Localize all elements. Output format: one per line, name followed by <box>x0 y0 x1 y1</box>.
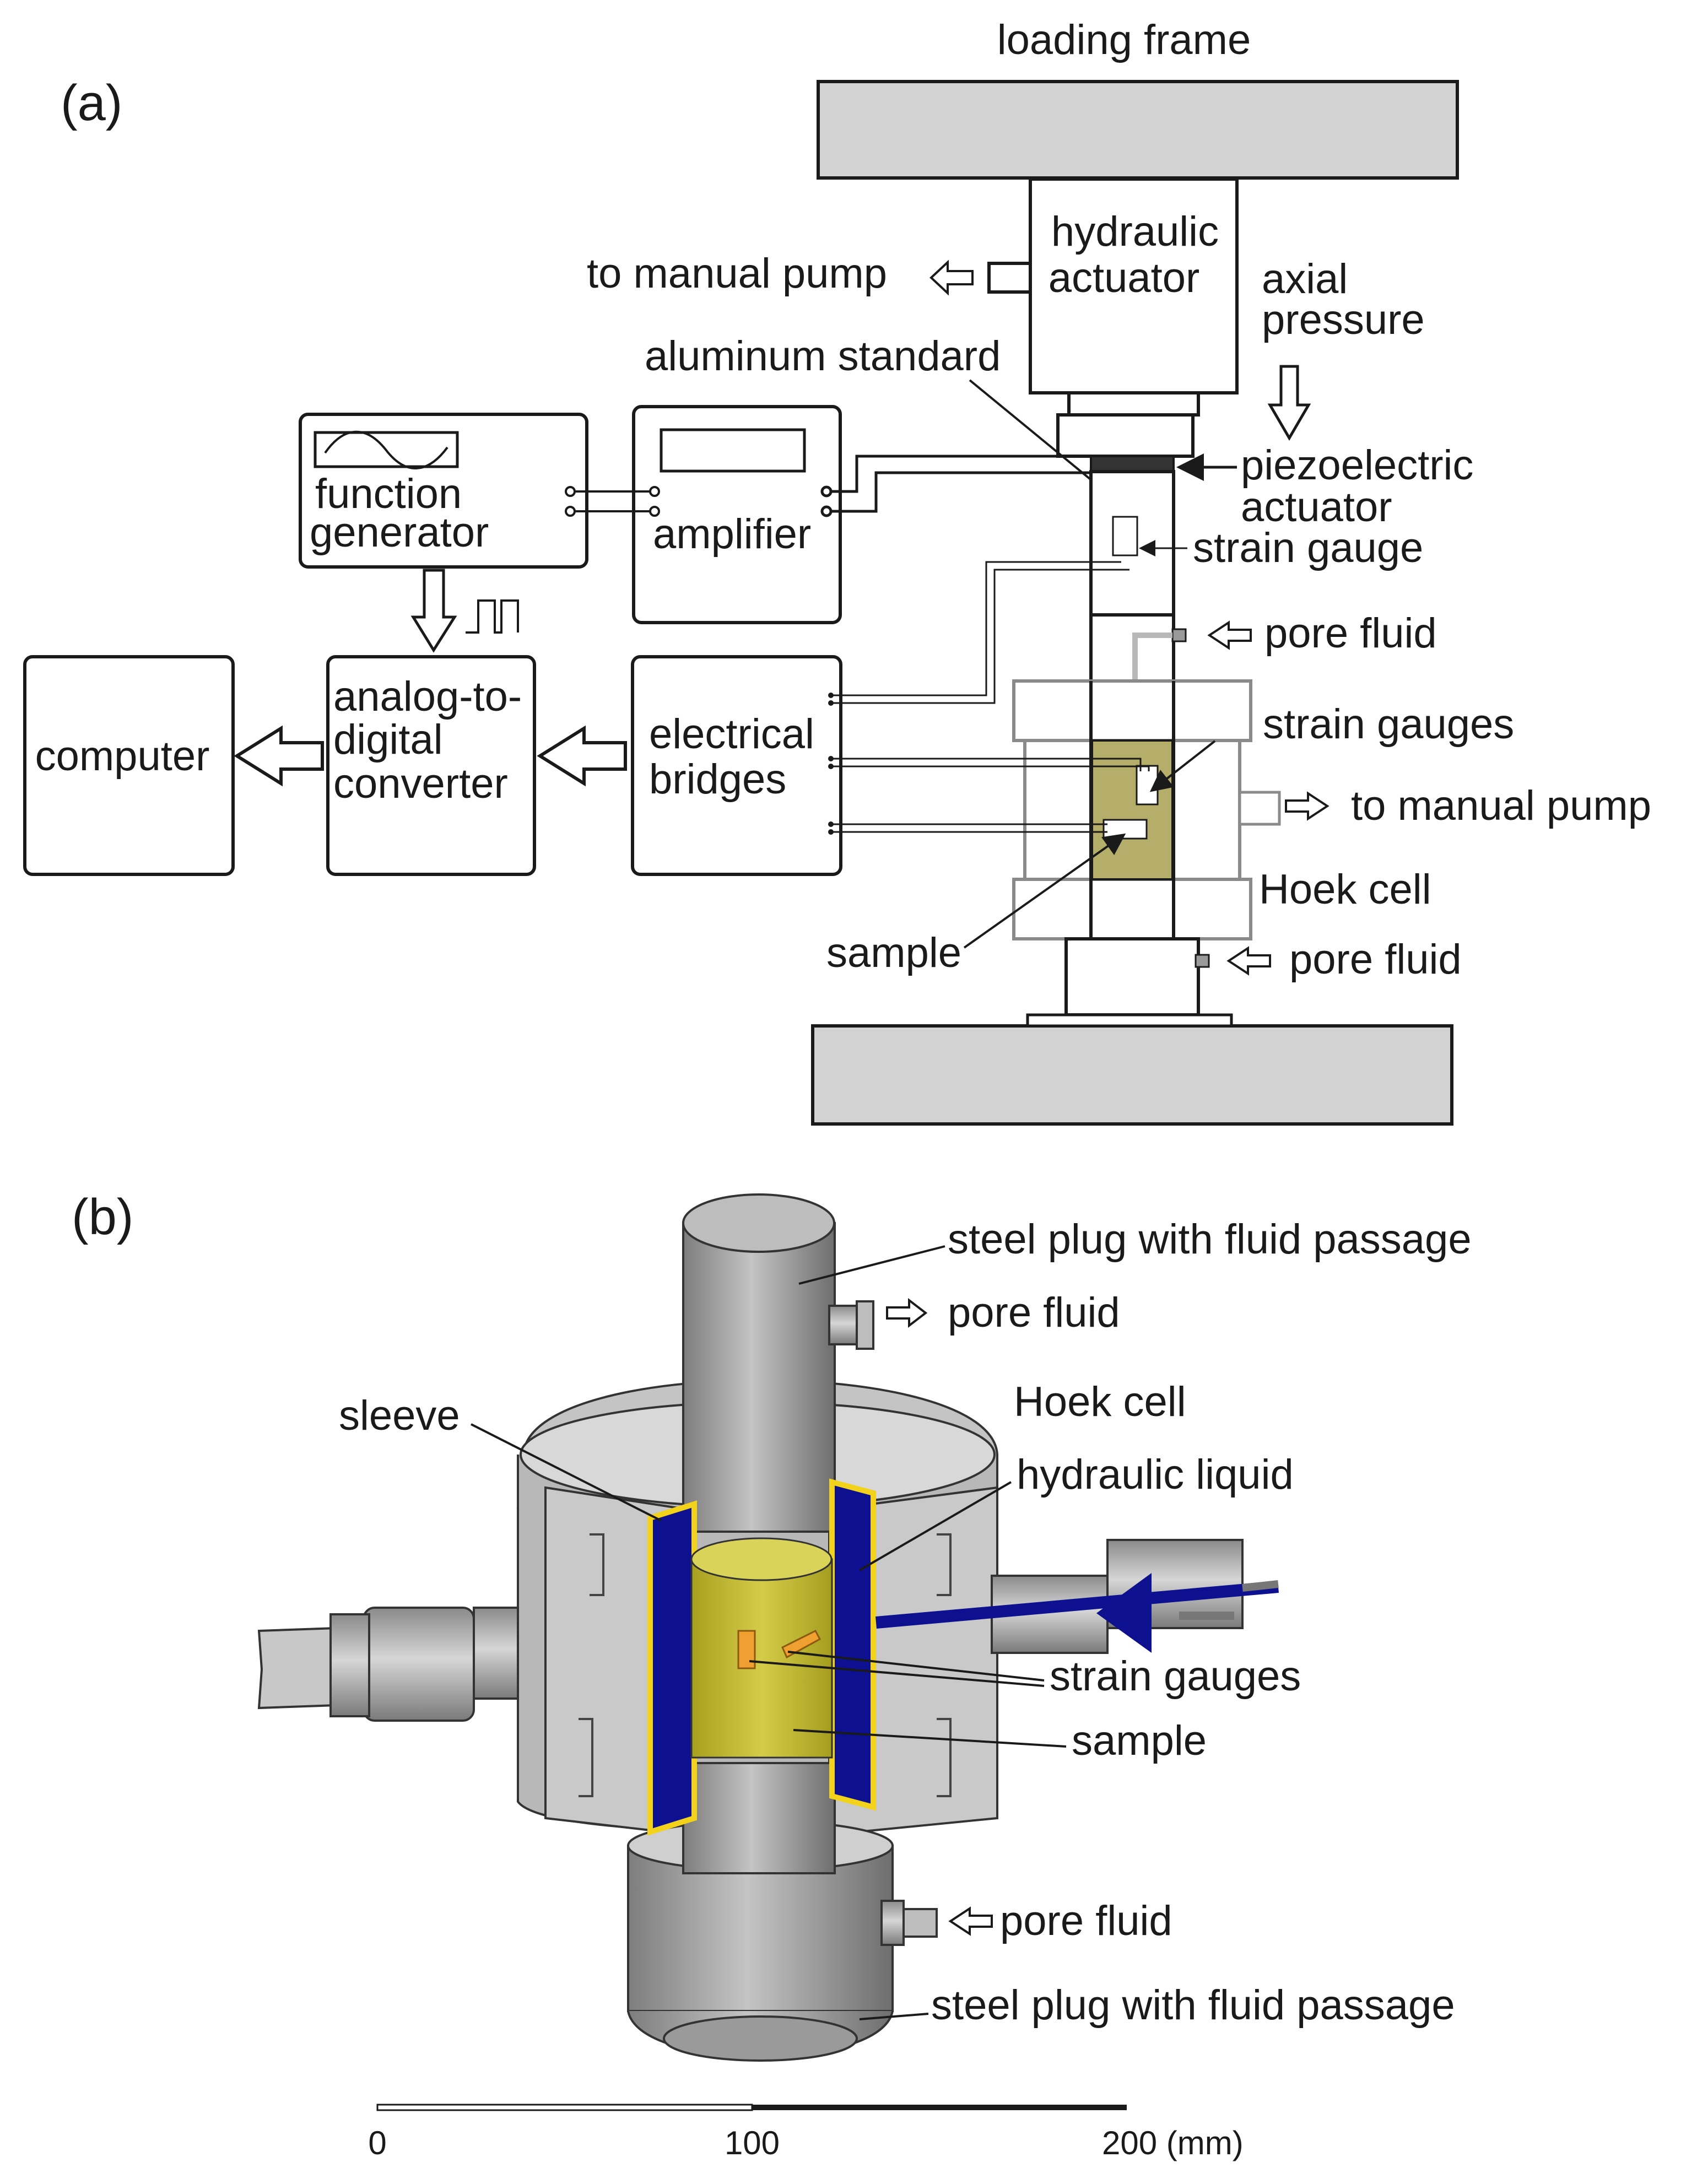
sample-leader <box>963 833 1126 949</box>
panel-a: (a) loading frame hydraulic actuator to … <box>23 17 1651 1126</box>
pore-fluid-bottom-label: pore fluid <box>1289 936 1462 983</box>
sample-b-leader <box>793 1729 1067 1748</box>
computer-label: computer <box>35 733 210 780</box>
sleeve-leader <box>471 1423 662 1522</box>
axial-pressure-label-1: axial <box>1262 256 1348 302</box>
adc-box <box>326 655 536 876</box>
strain-gauge-vertical-icon <box>1136 765 1159 806</box>
hydraulic-liquid-label: hydraulic liquid <box>1017 1451 1294 1498</box>
panel-a-label: (a) <box>61 75 122 131</box>
to-manual-pump-right-label: to manual pump <box>1351 782 1651 829</box>
lower-plate <box>1026 1013 1233 1028</box>
function-generator-label-2: generator <box>310 509 489 556</box>
steel-plug-bottom-label: steel plug with fluid passage <box>931 1982 1455 2029</box>
amplifier-display <box>660 428 806 473</box>
steel-plug-top-label: steel plug with fluid passage <box>948 1216 1472 1263</box>
axial-pressure-label-2: pressure <box>1262 296 1425 343</box>
pore-fluid-fitting-top <box>828 1300 874 1350</box>
sample-label: sample <box>826 929 961 976</box>
steel-plug-top-3d <box>682 1193 836 1874</box>
scale-tick-0: 0 <box>368 2124 386 2161</box>
scale-bar-black-segment <box>752 2105 1127 2110</box>
hollow-arrow-icon <box>886 1298 928 1328</box>
actuator-flange-1 <box>1067 391 1200 417</box>
strain-gauges-leader <box>1149 740 1216 792</box>
computer-box <box>23 655 235 876</box>
sleeve-label: sleeve <box>339 1392 460 1439</box>
adc-to-computer-arrow-icon <box>234 725 324 787</box>
loading-frame-bottom <box>811 1024 1453 1126</box>
bridges-label-1: electrical <box>649 711 814 758</box>
scale-bar: 0 100 200 (mm) <box>368 2104 1244 2161</box>
pore-fluid-top-label: pore fluid <box>1264 610 1437 657</box>
adc-label-1: analog-to- <box>333 673 522 720</box>
hoek-cell-bottom-cap <box>1012 878 1252 940</box>
bridge-terminals <box>828 693 834 835</box>
strain-gauges-label: strain gauges <box>1263 701 1514 748</box>
loading-frame-label: loading frame <box>997 17 1251 63</box>
strain-gauge-vertical-3d <box>737 1630 756 1669</box>
pore-fluid-bottom-b-label: pore fluid <box>1000 1898 1172 1944</box>
bridges-to-adc-arrow-icon <box>537 725 627 787</box>
pore-fluid-top-b-label: pore fluid <box>948 1289 1120 1336</box>
hollow-arrow-icon <box>948 1906 993 1936</box>
hoek-cell-pump-port <box>1238 791 1281 826</box>
hydraulic-actuator-label-2: actuator <box>1049 255 1200 301</box>
hoek-cell-b-label: Hoek cell <box>1014 1378 1186 1425</box>
scale-tick-100: 100 <box>725 2124 780 2161</box>
strain-gauge-horizontal-icon <box>1102 819 1148 840</box>
piezo-label-1: piezoelectric <box>1241 442 1473 489</box>
panel-b: (b) <box>72 1189 1472 2062</box>
aluminum-standard-label: aluminum standard <box>645 333 1001 380</box>
scale-tick-200: 200 (mm) <box>1102 2124 1244 2161</box>
steel-plug-top-leader <box>798 1245 945 1285</box>
hollow-arrow-icon <box>1285 791 1330 821</box>
actuator-pump-port <box>987 262 1032 294</box>
to-manual-pump-top-label: to manual pump <box>587 250 887 297</box>
sample-a <box>1091 739 1174 880</box>
scale-bar-white-segment <box>376 2104 753 2111</box>
sample-3d <box>690 1537 833 1759</box>
fg-amplifier-wires <box>565 486 660 517</box>
function-generator-label-1: function <box>315 471 462 517</box>
hydraulic-actuator-box <box>1029 177 1239 394</box>
strain-gauges-leader-1 <box>787 1651 1045 1682</box>
hydraulic-actuator-label-1: hydraulic <box>1051 208 1219 255</box>
panel-b-label: (b) <box>72 1189 133 1245</box>
sine-wave-icon <box>324 430 448 469</box>
pore-fluid-port-top <box>1171 628 1187 642</box>
strain-gauge-label: strain gauge <box>1193 525 1423 571</box>
hollow-arrow-icon <box>1207 620 1252 650</box>
right-side-fitting <box>875 1539 1279 1654</box>
axial-pressure-arrow-icon <box>1267 365 1311 441</box>
amplifier-piezo-wires <box>820 455 1091 517</box>
strain-gauge-horizontal-3d <box>781 1630 822 1659</box>
actuator-flange-2 <box>1056 413 1195 458</box>
hollow-arrow-icon <box>929 260 974 296</box>
strain-gauges-b-label: strain gauges <box>1050 1653 1301 1700</box>
amplifier-label: amplifier <box>653 511 811 558</box>
hydraulic-liquid-leader <box>858 1481 1012 1571</box>
piezo-label-2: actuator <box>1241 484 1392 531</box>
strain-gauges-leader-2 <box>749 1660 1045 1687</box>
sample-b-label: sample <box>1072 1717 1207 1764</box>
left-side-fitting <box>257 1607 541 1722</box>
piezoelectric-actuator <box>1090 455 1175 473</box>
lower-plug <box>1064 937 1200 1017</box>
fg-to-adc-arrow-icon <box>410 569 457 653</box>
adc-label-3: converter <box>333 760 508 807</box>
steel-plug-bottom-leader <box>859 2013 929 2020</box>
pore-fluid-fitting-bottom <box>880 1900 938 1946</box>
adc-label-2: digital <box>333 716 443 763</box>
bridges-label-2: bridges <box>649 756 786 803</box>
loading-frame-top <box>817 80 1459 180</box>
hoek-cell-top-cap <box>1012 679 1252 742</box>
bridge-wires <box>831 561 1150 833</box>
hoek-cell-label: Hoek cell <box>1259 866 1431 913</box>
pore-fluid-port-bottom <box>1195 954 1210 968</box>
square-pulse-icon <box>466 599 519 634</box>
hollow-arrow-icon <box>1226 946 1271 976</box>
strain-gauge-icon <box>1112 516 1138 556</box>
